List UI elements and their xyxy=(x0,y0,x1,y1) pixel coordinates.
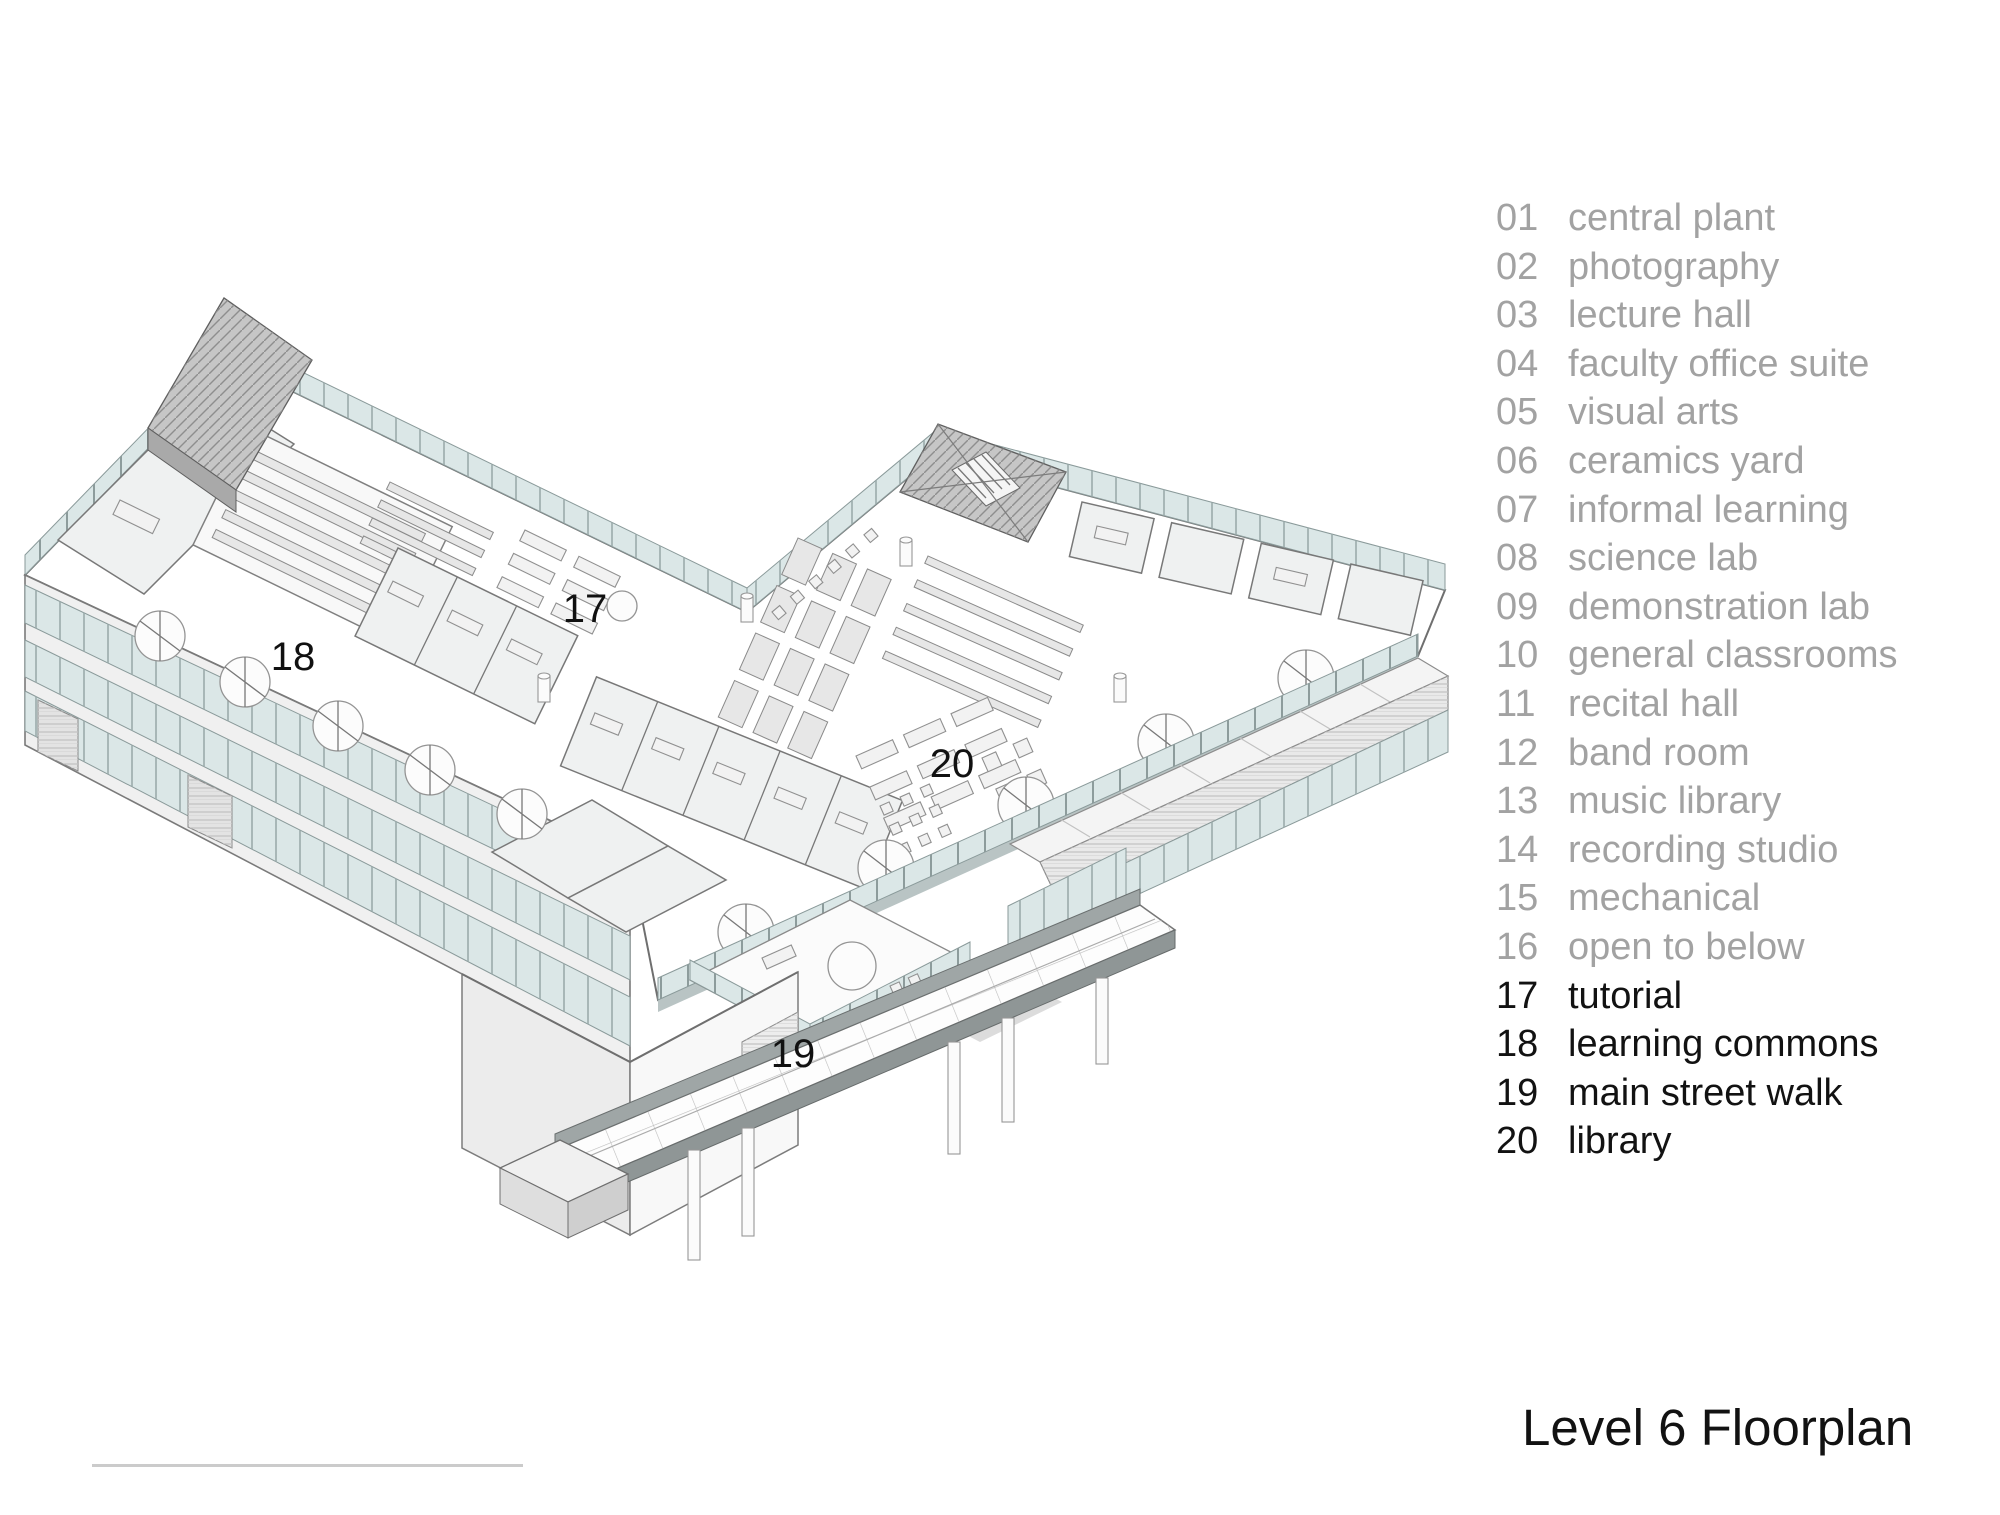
legend-number: 02 xyxy=(1496,245,1539,288)
ne-office-rooms xyxy=(1068,501,1424,637)
legend-label: recital hall xyxy=(1568,682,1740,725)
rooftop-stair-box-right xyxy=(899,423,1067,543)
plan-label-19: 19 xyxy=(771,1032,816,1076)
column-cylinder xyxy=(740,592,754,623)
legend-item-07: 07 informal learning xyxy=(1496,486,1897,535)
legend-label: mechanical xyxy=(1568,877,1761,920)
legend-number: 04 xyxy=(1496,342,1539,385)
legend-label: open to below xyxy=(1568,925,1805,968)
legend-number: 05 xyxy=(1496,391,1539,434)
legend-item-17: 17 tutorial xyxy=(1496,972,1897,1021)
sheet-title: Level 6 Floorplan xyxy=(1522,1399,1914,1456)
legend-label: science lab xyxy=(1568,537,1759,580)
legend-number: 20 xyxy=(1496,1120,1539,1163)
legend-item-02: 02 photography xyxy=(1496,243,1897,292)
plan-label-20: 20 xyxy=(930,742,975,786)
legend-number: 03 xyxy=(1496,294,1539,337)
bench-desks-center xyxy=(496,529,622,635)
classroom-block xyxy=(354,546,579,725)
legend-label: band room xyxy=(1568,731,1750,774)
legend-item-05: 05 visual arts xyxy=(1496,388,1897,437)
legend-number: 16 xyxy=(1496,925,1539,968)
legend-item-20: 20 library xyxy=(1496,1117,1897,1166)
column-cylinder xyxy=(899,536,913,567)
legend-label: ceramics yard xyxy=(1568,439,1805,482)
legend-item-01: 01 central plant xyxy=(1496,194,1897,243)
legend-label: faculty office suite xyxy=(1568,342,1870,385)
pod xyxy=(404,744,456,796)
legend-item-03: 03 lecture hall xyxy=(1496,291,1897,340)
legend-item-18: 18 learning commons xyxy=(1496,1020,1897,1069)
plan-label-17: 17 xyxy=(563,587,608,631)
legend-number: 11 xyxy=(1496,682,1536,725)
legend-item-13: 13 music library xyxy=(1496,777,1897,826)
legend-label: music library xyxy=(1568,780,1782,823)
legend-item-06: 06 ceramics yard xyxy=(1496,437,1897,486)
bridge-columns xyxy=(687,977,1109,1261)
library-shelf-rows xyxy=(881,555,1084,729)
tutorial-rooms xyxy=(559,675,904,891)
column-cylinder xyxy=(537,672,551,703)
legend-number: 07 xyxy=(1496,488,1539,531)
legend-label: recording studio xyxy=(1568,828,1839,871)
left-facade xyxy=(24,573,631,1064)
footer-divider-line xyxy=(92,1464,523,1467)
legend-number: 12 xyxy=(1496,731,1539,774)
core-top-rooms xyxy=(490,799,728,933)
bridge-end-box xyxy=(498,1139,630,1239)
legend-number: 19 xyxy=(1496,1071,1539,1114)
plan-label-18: 18 xyxy=(271,635,316,679)
library-stacks xyxy=(717,537,892,760)
legend-number: 13 xyxy=(1496,780,1539,823)
legend-label: learning commons xyxy=(1568,1023,1879,1066)
legend-item-04: 04 faculty office suite xyxy=(1496,340,1897,389)
legend-label: main street walk xyxy=(1568,1071,1843,1114)
legend-number: 06 xyxy=(1496,439,1539,482)
pod xyxy=(134,610,186,662)
pedestrian-bridge xyxy=(498,888,1177,1239)
legend-number: 15 xyxy=(1496,877,1539,920)
study-chairs-row xyxy=(771,527,879,621)
legend-number: 17 xyxy=(1496,974,1539,1017)
legend-item-15: 15 mechanical xyxy=(1496,874,1897,923)
plan-columns xyxy=(537,536,1127,703)
room-legend: 01 central plant 02 photography 03 lecture … xyxy=(1496,194,1897,1166)
legend-label: library xyxy=(1568,1120,1672,1163)
pod xyxy=(219,656,271,708)
legend-number: 10 xyxy=(1496,634,1539,677)
legend-item-19: 19 main street walk xyxy=(1496,1069,1897,1118)
round-meeting-table xyxy=(606,590,638,622)
legend-item-14: 14 recording studio xyxy=(1496,826,1897,875)
legend-item-16: 16 open to below xyxy=(1496,923,1897,972)
legend-number: 09 xyxy=(1496,585,1539,628)
rooftop-stair-box-left xyxy=(147,297,313,513)
legend-label: photography xyxy=(1568,245,1780,288)
pod xyxy=(312,700,364,752)
legend-number: 08 xyxy=(1496,537,1539,580)
legend-number: 01 xyxy=(1496,197,1539,239)
legend-label: visual arts xyxy=(1568,391,1740,434)
column-cylinder xyxy=(1113,672,1127,703)
plan-number-labels: 17 18 19 20 xyxy=(271,587,975,1076)
legend-number: 14 xyxy=(1496,828,1539,871)
legend-label: tutorial xyxy=(1568,974,1683,1017)
legend-label: informal learning xyxy=(1568,488,1849,531)
legend-item-10: 10 general classrooms xyxy=(1496,631,1897,680)
legend-item-12: 12 band room xyxy=(1496,729,1897,778)
legend-label: demonstration lab xyxy=(1568,585,1871,628)
legend-item-08: 08 science lab xyxy=(1496,534,1897,583)
legend-item-11: 11 recital hall xyxy=(1496,680,1897,729)
legend-label: central plant xyxy=(1568,197,1776,239)
legend-label: general classrooms xyxy=(1568,634,1898,677)
legend-label: lecture hall xyxy=(1568,294,1752,337)
legend-item-09: 09 demonstration lab xyxy=(1496,583,1897,632)
legend-number: 18 xyxy=(1496,1023,1539,1066)
reading-benches xyxy=(855,696,1022,832)
pod xyxy=(496,788,548,840)
